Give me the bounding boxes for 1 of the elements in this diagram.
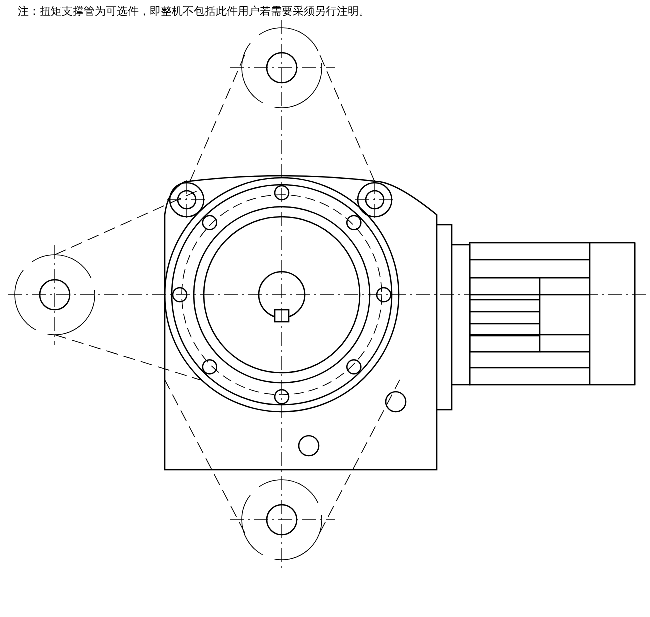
note-text: 注：扭矩支撑管为可选件，即整机不包括此件用户若需要采须另行注明。 (18, 4, 370, 19)
